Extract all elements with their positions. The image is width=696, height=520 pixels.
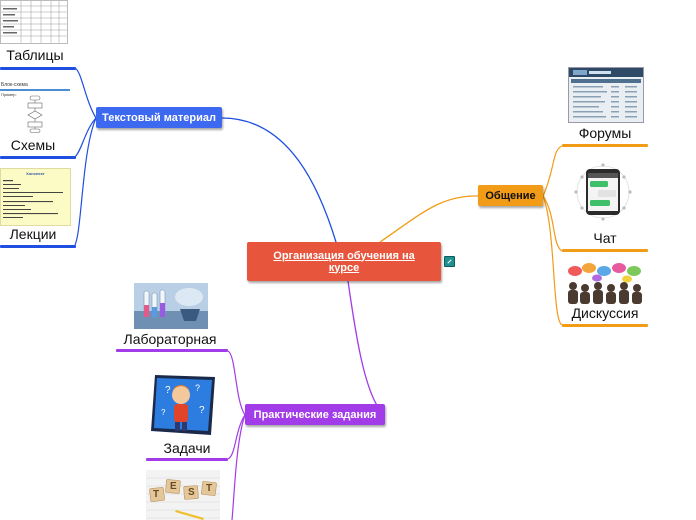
- tasks-image: ? ? ? ?: [147, 365, 219, 437]
- link-central-communication: [379, 195, 479, 243]
- note-icon[interactable]: [444, 256, 455, 267]
- test-letter-1: T: [153, 489, 160, 500]
- leaf-discussion[interactable]: Дискуссия: [571, 305, 639, 321]
- discussion-image: [567, 262, 643, 304]
- scheme-thumb-title: Блок-схема: [1, 82, 28, 88]
- branch-text-material[interactable]: Текстовый материал: [96, 107, 222, 128]
- leaf-lab-underline: [116, 349, 228, 352]
- leaf-tasks[interactable]: Задачи: [163, 440, 211, 456]
- test-image: T E S T: [146, 470, 220, 520]
- leaf-tasks-underline: [146, 458, 228, 461]
- leaf-forums-underline: [562, 144, 648, 147]
- leaf-lectures[interactable]: Лекции: [9, 226, 57, 242]
- schemes-image: Блок-схема Пример:: [0, 81, 70, 133]
- leaf-forums[interactable]: Форумы: [578, 125, 632, 141]
- link-chat: [542, 195, 563, 252]
- leaf-tables-underline: [0, 67, 76, 70]
- leaf-lab[interactable]: Лабораторная: [123, 331, 217, 347]
- svg-text:?: ?: [199, 405, 205, 416]
- branch-communication[interactable]: Общение: [478, 185, 543, 206]
- svg-text:?: ?: [161, 408, 166, 417]
- link-central-practice: [347, 280, 386, 416]
- tables-image: [0, 0, 68, 44]
- lecture-thumb-title: Конспект: [26, 171, 45, 176]
- link-test: [231, 414, 246, 520]
- leaf-discussion-underline: [562, 324, 648, 327]
- link-discussion: [542, 195, 563, 326]
- leaf-lectures-underline: [0, 245, 76, 248]
- link-tables: [74, 67, 97, 119]
- test-letter-4: T: [206, 483, 213, 494]
- link-tasks: [227, 414, 246, 460]
- test-letter-2: E: [170, 481, 177, 492]
- lab-image: [134, 283, 208, 329]
- branch-communication-label: Общение: [485, 189, 536, 202]
- link-forums: [542, 145, 563, 197]
- branch-text-material-label: Текстовый материал: [102, 111, 216, 124]
- branch-practice[interactable]: Практические задания: [245, 404, 385, 425]
- central-node[interactable]: Организация обучения на курсе: [247, 242, 441, 281]
- link-schemes: [74, 117, 97, 158]
- svg-text:?: ?: [195, 383, 200, 393]
- central-title: Организация обучения на курсе: [273, 249, 415, 274]
- link-lectures: [74, 117, 97, 246]
- link-central-text: [221, 117, 337, 243]
- link-lab: [227, 350, 246, 416]
- chat-image: [570, 163, 636, 221]
- forums-image: [568, 67, 644, 123]
- leaf-chat[interactable]: Чат: [593, 230, 617, 246]
- leaf-tables[interactable]: Таблицы: [6, 47, 64, 63]
- test-letter-3: S: [188, 487, 195, 498]
- lectures-image: Конспект: [0, 168, 71, 226]
- leaf-schemes-underline: [0, 156, 76, 159]
- svg-text:?: ?: [165, 385, 171, 396]
- branch-practice-label: Практические задания: [253, 408, 377, 421]
- leaf-schemes[interactable]: Схемы: [10, 137, 56, 153]
- scheme-thumb-subtitle: Пример:: [1, 92, 17, 97]
- leaf-chat-underline: [562, 249, 648, 252]
